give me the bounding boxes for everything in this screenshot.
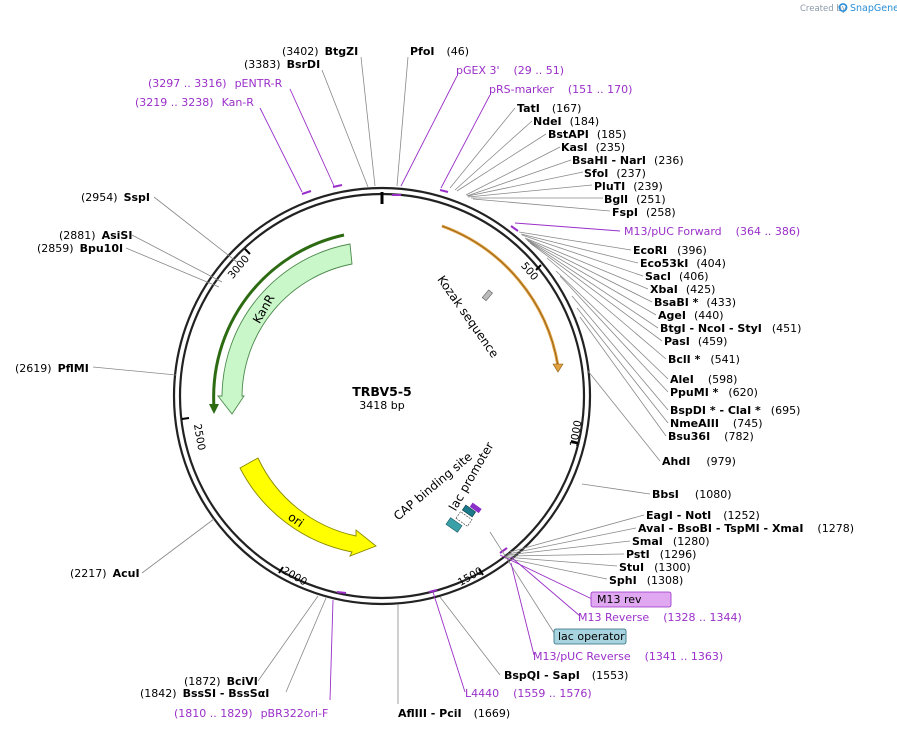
- backbone-outer: [172, 186, 592, 606]
- svg-text:SfoI(237): SfoI(237): [584, 167, 646, 180]
- svg-text:M13/pUC Forward(364 .. 386): M13/pUC Forward(364 .. 386): [624, 225, 800, 238]
- site-name: BtgZI: [325, 45, 359, 58]
- plasmid-name: TRBV5-5: [352, 384, 411, 399]
- svg-text:AflIII - PciI(1669): AflIII - PciI(1669): [398, 707, 510, 720]
- svg-text:EcoRI(396): EcoRI(396): [633, 244, 707, 257]
- svg-text:EagI - NotI(1252): EagI - NotI(1252): [646, 509, 760, 522]
- lac-operator-feature-label: lac operator: [558, 630, 625, 643]
- svg-text:M13 Reverse(1328 .. 1344): M13 Reverse(1328 .. 1344): [578, 611, 742, 624]
- right-leaders: [392, 56, 669, 704]
- tick-500: 500: [518, 260, 542, 283]
- svg-text:AgeI(440): AgeI(440): [658, 309, 724, 322]
- kozak-label: Kozak sequence: [434, 273, 501, 360]
- svg-text:BspQI - SapI(1553): BspQI - SapI(1553): [504, 669, 628, 682]
- svg-text:(2217)AcuI: (2217)AcuI: [70, 567, 140, 580]
- svg-text:500: 500: [518, 260, 540, 283]
- svg-text:PpuMI *(620): PpuMI *(620): [670, 386, 758, 399]
- left-leaders: [92, 56, 376, 701]
- svg-text:(1872)BciVI: (1872)BciVI: [184, 675, 258, 688]
- svg-text:(3219 .. 3238)Kan-R: (3219 .. 3238)Kan-R: [135, 96, 254, 109]
- svg-text:2500: 2500: [191, 423, 207, 451]
- svg-text:AhdI(979): AhdI(979): [662, 455, 736, 468]
- svg-text:BstAPI(185): BstAPI(185): [548, 128, 626, 141]
- svg-text:PstI(1296): PstI(1296): [626, 548, 696, 561]
- snapgene-logo-icon: [838, 3, 848, 12]
- tick-2500: 2500: [181, 417, 207, 451]
- svg-text:TatI(167): TatI(167): [517, 102, 581, 115]
- credit-created-by: Created by: [800, 4, 847, 14]
- svg-text:(2881)AsiSI: (2881)AsiSI: [59, 229, 132, 242]
- svg-text:L4440(1559 .. 1576): L4440(1559 .. 1576): [465, 687, 592, 700]
- svg-text:3000: 3000: [226, 253, 252, 281]
- svg-text:SacI(406): SacI(406): [645, 270, 709, 283]
- svg-text:PasI(459): PasI(459): [664, 335, 727, 348]
- svg-text:FspI(258): FspI(258): [612, 206, 676, 219]
- svg-text:BglI(251): BglI(251): [604, 193, 666, 206]
- svg-text:pGEX 3'(29 .. 51): pGEX 3'(29 .. 51): [456, 64, 564, 77]
- m13-rev-box: [469, 502, 482, 514]
- svg-text:BbsI(1080): BbsI(1080): [652, 488, 731, 501]
- svg-text:pRS-marker(151 .. 170): pRS-marker(151 .. 170): [489, 83, 632, 96]
- svg-text:BtgI - NcoI - StyI(451): BtgI - NcoI - StyI(451): [660, 322, 801, 335]
- svg-text:KasI(235): KasI(235): [561, 141, 625, 154]
- cap-site-box: [445, 517, 463, 533]
- svg-text:(1842)BssSI - BssSαI: (1842)BssSI - BssSαI: [140, 687, 269, 700]
- svg-text:(3383)BsrDI: (3383)BsrDI: [244, 58, 320, 71]
- svg-text:(3297 .. 3316)pENTR-R: (3297 .. 3316) pENTR-R: [148, 77, 283, 90]
- svg-text:SphI(1308): SphI(1308): [609, 574, 683, 587]
- svg-text:(1810 .. 1829)pBR322ori-F: (1810 .. 1829)pBR322ori-F: [174, 707, 328, 720]
- kanr-feature-arrow: [217, 243, 353, 415]
- tick-1000: 1000: [568, 419, 584, 447]
- svg-text:(2619)PflMI: (2619)PflMI: [15, 362, 89, 375]
- svg-text:AleI(598): AleI(598): [670, 373, 737, 386]
- svg-text:PluTI(239): PluTI(239): [594, 180, 663, 193]
- lac-operator-box: [461, 504, 477, 518]
- right-labels: PfoI(46) pGEX 3'(29 .. 51) pRS-marker(15…: [398, 45, 854, 720]
- svg-text:BspDI * - ClaI *(695): BspDI * - ClaI *(695): [670, 404, 800, 417]
- svg-text:BsaHI - NarI(236): BsaHI - NarI(236): [572, 154, 684, 167]
- svg-text:1000: 1000: [568, 419, 584, 447]
- ori-feature-arrow: [239, 457, 377, 557]
- svg-text:(2954)SspI: (2954)SspI: [81, 191, 150, 204]
- m13-rev-feature-box: [590, 591, 672, 608]
- svg-text:XbaI(425): XbaI(425): [650, 283, 715, 296]
- svg-text:(2859)Bpu10I: (2859)Bpu10I: [37, 242, 123, 255]
- svg-text:Eco53kI(404): Eco53kI(404): [640, 257, 726, 270]
- m13-rev-feature-label: M13 rev: [597, 593, 642, 606]
- kozak-marker: [481, 289, 493, 302]
- lac-promoter-box: [455, 511, 473, 527]
- orange-feature-arrowhead: [552, 363, 564, 373]
- lac-operator-feature-box: [553, 628, 627, 645]
- svg-text:M13/pUC Reverse(1341 .. 1363): M13/pUC Reverse(1341 .. 1363): [533, 650, 723, 663]
- primer-range: (3297 .. 3316): [148, 77, 227, 90]
- svg-text:NdeI(184): NdeI(184): [533, 115, 599, 128]
- kanr-outer-arc: [212, 233, 345, 409]
- svg-text:Bsu36I(782): Bsu36I(782): [668, 430, 754, 443]
- svg-text:StuI(1300): StuI(1300): [619, 561, 691, 574]
- svg-text:BsaBI *(433): BsaBI *(433): [654, 296, 736, 309]
- primer-name: pENTR-R: [235, 77, 283, 90]
- svg-text:BclI *(541): BclI *(541): [668, 353, 740, 366]
- svg-text:NmeAIII(745): NmeAIII(745): [670, 417, 763, 430]
- credit-snapgene: SnapGene: [850, 3, 897, 14]
- site-pos: (3402): [282, 45, 319, 58]
- plasmid-length: 3418 bp: [359, 399, 404, 412]
- svg-text:AvaI - BsoBI - TspMI - XmaI(12: AvaI - BsoBI - TspMI - XmaI(1278): [638, 522, 854, 535]
- svg-text:PfoI(46): PfoI(46): [410, 45, 469, 58]
- left-labels: (3402) BtgZI (3383)BsrDI (3297 .. 3316) pE…: [15, 45, 358, 720]
- svg-text:(3402)BtgZI: (3402) BtgZI: [282, 45, 358, 58]
- svg-text:SmaI(1280): SmaI(1280): [632, 535, 709, 548]
